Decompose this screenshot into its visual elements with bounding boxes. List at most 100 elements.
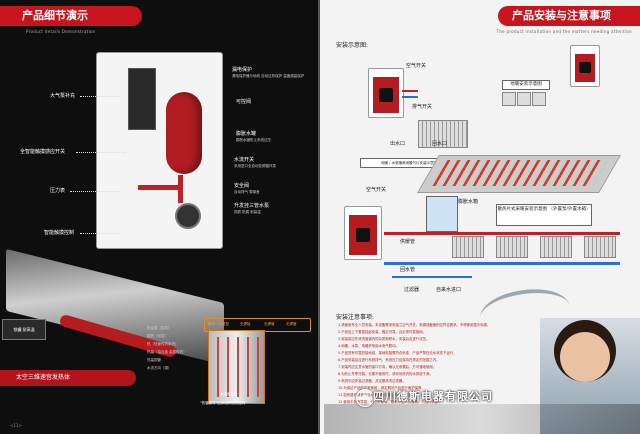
note-item: 9.系统中应安装过滤器，并定期清洗过滤器。 xyxy=(338,379,406,383)
install-diagram-heading: 安装示意图: xyxy=(336,42,369,49)
label-expansion: 膨胀水罐 xyxy=(236,131,257,137)
note-item: 6.产品安装后应进行系统排气，系统压力应保持在规定的范围之内。 xyxy=(338,358,440,362)
tube-label-3: 热（快速传热系统） xyxy=(147,342,179,346)
diagram-label-return-pipe: 回水管 xyxy=(400,267,416,273)
tube-label-7: 水流道设计 xyxy=(220,392,238,396)
boiler-unit-radiator xyxy=(344,206,382,260)
tube-label-4: 热高（铝合金 金属传热） xyxy=(147,350,187,354)
note-item: 7.安装时应注意水管的接口方向，确认无渗漏后，方可通电使用。 xyxy=(338,365,437,369)
expansion-tank xyxy=(166,92,202,174)
label-pressure-meter: 压力表 xyxy=(50,188,66,194)
module-tag-2: 无焊接 xyxy=(240,322,251,326)
note-item: 1.请使用专业人员安装。本设备需采用独立空气开关，电源线截面积应符合要求。不得使… xyxy=(338,323,491,327)
heating-tube-image xyxy=(6,248,224,366)
woman-in-bath xyxy=(560,332,610,382)
circulation-pump xyxy=(175,203,201,229)
leader-line xyxy=(80,96,120,97)
boiler-unit-small xyxy=(368,68,404,118)
note-item: 5.产品须有可靠的接地线，接地电阻需符合标准，产品严禁在无水状态下运行。 xyxy=(338,351,457,355)
leader-line xyxy=(70,191,120,192)
fitting-icon-1 xyxy=(502,92,516,106)
note-expansion: 膨胀水罐防止系统过压 xyxy=(236,138,271,142)
label-valve: 可控阀 xyxy=(236,99,252,105)
ink-wash-decoration xyxy=(324,404,640,434)
red-pipe xyxy=(138,185,178,190)
heating-element-banner: 太空三维速宫发热体 xyxy=(0,370,136,386)
page-gutter xyxy=(318,0,320,434)
radiator-2 xyxy=(496,236,528,258)
expansion-water-tank xyxy=(426,196,458,232)
left-page: 产品细节演示 Product details Demonstration 大气泵… xyxy=(0,0,318,434)
inlet-pipe xyxy=(392,276,472,278)
note-item: 11.如有疑问请咨询当地经销商或本公司售后服务部门。 xyxy=(338,393,422,397)
label-big-pump: 大气泵补充 xyxy=(50,93,76,99)
supply-pipe xyxy=(402,90,418,92)
label-full-cover: 全智能触摸感应开关 xyxy=(20,149,66,155)
right-page-subtitle: The product installation and the matters… xyxy=(496,29,632,34)
left-page-title: 产品细节演示 xyxy=(0,6,142,26)
left-page-number: <11> xyxy=(10,423,22,428)
leader-line xyxy=(80,233,120,234)
module-tag-4: 无焊管 xyxy=(286,322,297,326)
label-heat-up: 升发挂三管水泵 xyxy=(234,203,270,209)
diagram-label-air-exhaust: 空气开关 xyxy=(406,63,427,69)
fitting-icon-2 xyxy=(517,92,531,106)
floor-heat-title: 地暖安装示意图 xyxy=(502,80,550,90)
note-exhaust: 自动排气 零噪音 xyxy=(234,190,260,194)
tube-label-5: 热高铜管 xyxy=(147,358,161,362)
note-copper: 铜质 防腐 耐高温 xyxy=(234,210,261,214)
radiator-diagram-title: 散热片式采暖安装示意图 （外置泵/外置水箱） xyxy=(496,204,592,226)
tube-label-6: 水流方向（铜） xyxy=(147,366,172,370)
fitting-icon-3 xyxy=(532,92,546,106)
module-tag-1: 模块一次成型 xyxy=(208,322,229,326)
right-page-title: 产品安装与注意事项 xyxy=(498,6,640,26)
tube-label-1: 热金属（层状） xyxy=(147,326,172,330)
diagram-label-exhaust: 排气开关 xyxy=(412,104,433,110)
diagram-label-air-switch: 空气开关 xyxy=(366,187,387,193)
module-stripe xyxy=(247,337,249,397)
radiator-1 xyxy=(452,236,484,258)
left-page-subtitle: Product details Demonstration xyxy=(26,29,96,34)
note-pump: 采用进口全自动变频循环泵 xyxy=(234,164,276,168)
note-item: 2.产品应上下垂直挂起安装，固定可靠，且必须可靠接地。 xyxy=(338,330,426,334)
return-line xyxy=(384,262,620,265)
boiler-cutaway-image xyxy=(96,52,223,249)
diagram-label-out: 出水口 xyxy=(390,141,406,147)
module-tag-3: 无焊管 xyxy=(264,322,275,326)
note-protection: 漏电保护器与地线 自动过热保护 温度超高保护 xyxy=(232,74,305,78)
material-badge: 铁罐 耐高温 xyxy=(2,319,46,340)
module-stripe xyxy=(257,337,259,397)
label-safety-valve: 安全阀 xyxy=(234,183,250,189)
leader-line xyxy=(76,152,126,153)
return-pipe xyxy=(402,96,418,98)
module-stripe xyxy=(217,337,219,397)
radiator-4 xyxy=(584,236,616,258)
module-stripe xyxy=(237,337,239,397)
diagram-label-filter: 过滤器 xyxy=(404,287,420,293)
install-notes-heading: 安装注意事项: xyxy=(336,314,375,321)
heating-module-image xyxy=(208,330,265,404)
label-water-switch: 水流开关 xyxy=(234,157,255,163)
note-item: 4.地暖、水泵、电暖炉采用水电气联动。 xyxy=(338,344,399,348)
note-item: 12.使用中如有异常，请立即断电，联系专业人员维修，勿自行拆卸。 xyxy=(338,400,442,404)
supply-line xyxy=(384,232,620,235)
note-item: 8.为防止冬季冻裂，长期不使用时，请将系统内的水排放干净。 xyxy=(338,372,433,376)
boiler-unit-floor xyxy=(570,45,600,87)
installation-notes: 1.请使用专业人员安装。本设备需采用独立空气开关，电源线截面积应符合要求。不得使… xyxy=(338,322,548,406)
diagram-label-supply-tank: 膨胀水箱 xyxy=(458,199,479,205)
label-flow-switch: 漏电保护 xyxy=(232,67,253,73)
control-panel xyxy=(128,68,156,130)
radiator-group xyxy=(418,120,468,148)
note-item: 10.为保证产品的正常使用，请定期对产品进行维护保养。 xyxy=(338,386,425,390)
note-item: 3.安装前应先清洗管道内的杂质和积水，安装后应进行试压。 xyxy=(338,337,430,341)
red-pipe xyxy=(178,175,183,203)
wechat-icon: ✿ xyxy=(356,389,374,407)
label-smart-control: 智能触摸控制 xyxy=(44,230,75,236)
company-watermark: 四川德斯电器有限公司 xyxy=(373,390,493,403)
diagram-label-return: 回水口 xyxy=(432,141,448,147)
tube-label-2: 膨胀（双层） xyxy=(147,334,168,338)
module-stripe xyxy=(227,337,229,397)
radiator-3 xyxy=(540,236,572,258)
diagram-label-supply: 供暖管 xyxy=(400,239,416,245)
